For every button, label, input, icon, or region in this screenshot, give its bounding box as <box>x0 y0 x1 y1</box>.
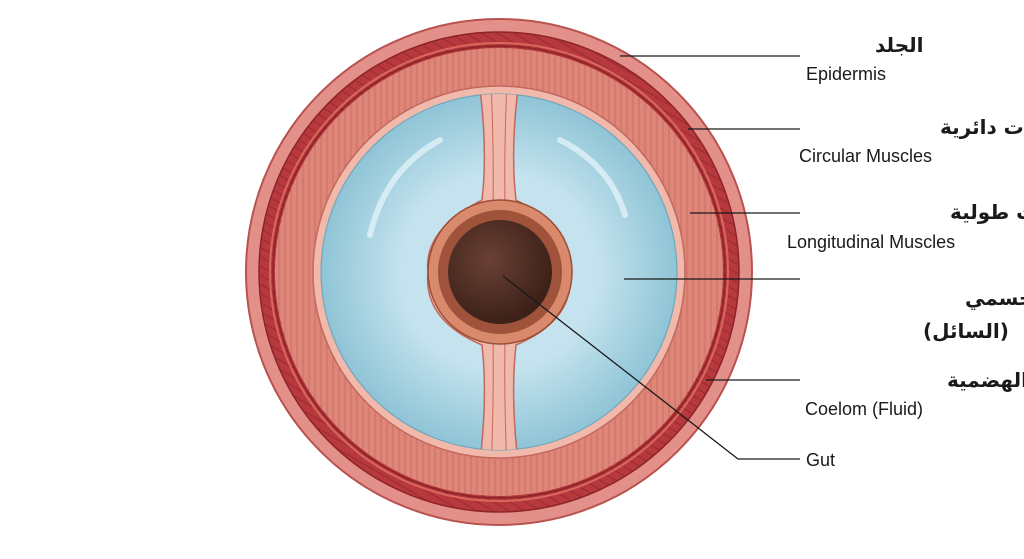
leader-gut <box>502 275 800 460</box>
label-circular-ar: عضلات دائرية <box>940 115 1024 139</box>
label-epidermis-en: Epidermis <box>806 64 886 84</box>
label-coelom-ar: التجويف الجسمي <box>965 286 1024 311</box>
label-epidermis-ar: الجلد <box>875 33 924 57</box>
gut-lumen <box>448 220 552 324</box>
label-longitudinal-en: Longitudinal Muscles <box>787 232 955 252</box>
label-coelom-ar-fluid: (السائل) <box>923 319 1009 343</box>
label-gut-en: Gut <box>806 450 835 470</box>
label-longitudinal-ar: عضلات طولية <box>950 200 1024 224</box>
label-circular-en: Circular Muscles <box>799 146 932 166</box>
label-gut-canal-en: Coelom (Fluid) <box>805 399 923 419</box>
label-gut-canal-ar: القناة الهضمية <box>947 368 1024 392</box>
